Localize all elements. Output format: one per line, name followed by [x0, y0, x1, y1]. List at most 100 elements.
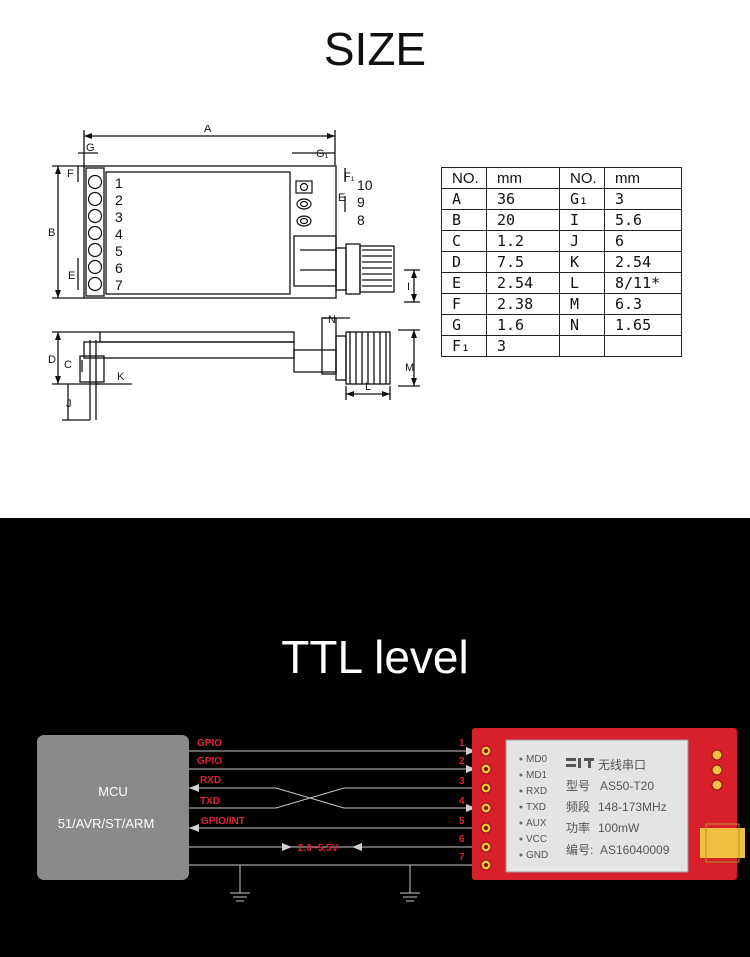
module-pin-label: TXD: [526, 802, 546, 813]
shield-can: [505, 739, 689, 873]
wire-label-rxd: RXD: [200, 775, 221, 786]
module-brand: 无线串口: [598, 758, 646, 772]
pin-number: 7: [115, 277, 123, 293]
module-power: 100mW: [598, 821, 640, 835]
module-power-key: 功率: [566, 820, 590, 835]
table-header: NO.: [441, 167, 487, 189]
table-row: E 2.54 L 8/11*: [441, 272, 682, 294]
table-cell: 1.2: [486, 230, 560, 252]
radio-module: MD0 MD1 RXD TXD AUX VCC GND: [472, 728, 745, 880]
wire-pin-number: 5: [459, 816, 465, 827]
mcu-models: 51/AVR/ST/ARM: [58, 816, 155, 831]
pin-number: 8: [357, 212, 365, 228]
module-serial: AS16040009: [600, 843, 670, 857]
table-cell: 3: [486, 335, 560, 357]
size-title: SIZE: [323, 23, 427, 75]
table-cell: 6.3: [604, 293, 682, 315]
table-cell: 1.6: [486, 314, 560, 336]
table-header: NO.: [559, 167, 605, 189]
table-header: mm: [604, 167, 682, 189]
table-cell: G: [441, 314, 487, 336]
wire-pin-number: 7: [459, 852, 465, 863]
table-cell: 7.5: [486, 251, 560, 273]
table-cell: G₁: [559, 188, 605, 210]
dim-label-j: J: [66, 398, 72, 410]
pin-number: 4: [115, 226, 123, 242]
table-cell: 1.65: [604, 314, 682, 336]
table-cell: I: [559, 209, 605, 231]
wire-label-gpio-1: GPIO: [197, 738, 222, 749]
table-header-row: NO. mm NO. mm: [441, 167, 682, 189]
dim-label-g: G: [86, 142, 95, 154]
table-row: D 7.5 K 2.54: [441, 251, 682, 273]
dim-label-f: F: [67, 168, 74, 180]
dim-label-f1: F₁: [344, 171, 355, 183]
wire-label-gpio-int: GPIO/INT: [201, 816, 245, 827]
dim-label-g1: G₁: [316, 148, 329, 160]
table-row: B 20 I 5.6: [441, 209, 682, 231]
table-cell: [559, 335, 605, 357]
wire-pin-number: 6: [459, 834, 465, 845]
table-cell: 36: [486, 188, 560, 210]
dim-label-i: I: [407, 281, 410, 293]
voltage-label: 2.0~5.5V: [298, 843, 339, 854]
module-freq-key: 频段: [566, 799, 590, 814]
pin-number: 9: [357, 194, 365, 210]
module-serial-key: 编号:: [566, 842, 593, 857]
module-freq: 148-173MHz: [598, 800, 667, 814]
table-cell: 2.38: [486, 293, 560, 315]
table-cell: F: [441, 293, 487, 315]
wire-pin-number: 1: [459, 738, 465, 749]
mcu-name: MCU: [98, 784, 128, 799]
table-cell: M: [559, 293, 605, 315]
table-row: F 2.38 M 6.3: [441, 293, 682, 315]
table-header: mm: [486, 167, 560, 189]
pin-number: 2: [115, 192, 123, 208]
table-cell: 20: [486, 209, 560, 231]
brand-logo-icon: [566, 758, 594, 768]
dim-label-b: B: [48, 227, 55, 239]
ttl-wiring-diagram: MCU 51/AVR/ST/ARM: [37, 728, 745, 902]
table-cell: 2.54: [604, 251, 682, 273]
module-model-key: 型号: [566, 779, 590, 793]
dim-label-e: E: [68, 270, 75, 282]
table-cell: A: [441, 188, 487, 210]
wire-pin-number: 3: [459, 776, 465, 787]
size-section: SIZE: [48, 23, 682, 421]
wire-label-gpio-2: GPIO: [197, 756, 222, 767]
table-row: C 1.2 J 6: [441, 230, 682, 252]
table-cell: D: [441, 251, 487, 273]
table-cell: N: [559, 314, 605, 336]
module-pin-label: RXD: [526, 786, 547, 797]
ttl-title: TTL level: [281, 631, 469, 683]
dim-label-m: M: [405, 362, 414, 374]
pin-number: 6: [115, 260, 123, 276]
dim-label-d: D: [48, 354, 56, 366]
table-cell: E: [441, 272, 487, 294]
table-cell: B: [441, 209, 487, 231]
dim-label-n: N: [328, 314, 336, 326]
pin-number: 1: [115, 175, 123, 191]
table-row: F₁ 3: [441, 335, 682, 357]
table-cell: [604, 335, 682, 357]
dimension-table: NO. mm NO. mm A 36 G₁ 3 B 20 I 5.6 C 1.2…: [441, 167, 682, 357]
table-cell: F₁: [441, 335, 487, 357]
pin-number: 5: [115, 243, 123, 259]
table-row: A 36 G₁ 3: [441, 188, 682, 210]
module-pin-label: MD0: [526, 754, 548, 765]
dim-label-c: C: [64, 359, 72, 371]
dim-label-l: L: [365, 381, 371, 393]
table-cell: 8/11*: [604, 272, 682, 294]
wire-label-txd: TXD: [200, 796, 220, 807]
wire-pin-number: 4: [459, 796, 465, 807]
module-pin-label: MD1: [526, 770, 548, 781]
wire-pin-number: 2: [459, 756, 465, 767]
table-cell: J: [559, 230, 605, 252]
pin-number: 3: [115, 209, 123, 225]
dimension-drawing: 1 2 3 4 5 6 7 10 9 8 A G G₁ F₁ E B F E I…: [48, 125, 420, 421]
module-pin-label: GND: [526, 850, 548, 861]
dim-label-e-right: E: [338, 192, 345, 204]
mcu-box: [37, 735, 189, 880]
table-cell: 3: [604, 188, 682, 210]
module-pin-label: AUX: [526, 818, 547, 829]
